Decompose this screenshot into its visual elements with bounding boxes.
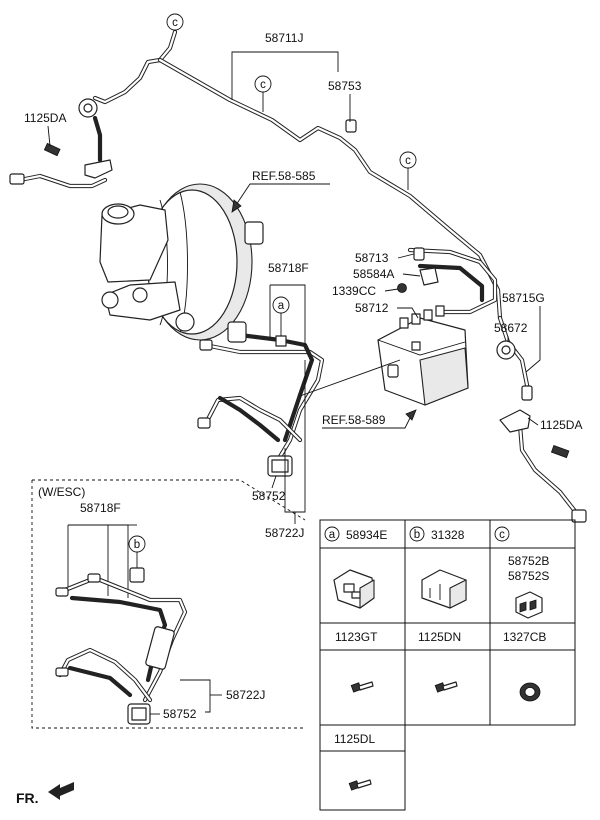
front-direction-indicator: FR. — [16, 782, 74, 806]
labels: 58711J 58753 1125DA REF.58-585 58718F 58… — [24, 31, 582, 540]
label-58712: 58712 — [355, 301, 389, 315]
callout-c-mid: c — [260, 79, 266, 91]
wesc-inset: (W/ESC) 58718F 58722J 58752 — [31, 479, 306, 729]
legend-text-1125DL: 1125DL — [334, 732, 375, 746]
abs-hydraulic-unit — [377, 247, 469, 406]
bolt-icon — [350, 681, 374, 693]
callout-c-top: c — [172, 17, 178, 29]
legend-text-58752S: 58752S — [508, 569, 549, 583]
brake-booster — [146, 183, 264, 343]
front-arrow-icon — [48, 782, 74, 800]
clip-a-icon — [333, 569, 375, 609]
bolt-icon — [348, 779, 372, 791]
grommet-icon — [519, 682, 541, 702]
master-cylinder — [99, 203, 195, 332]
legend-letter-b: b — [414, 529, 420, 541]
clip-c-icon — [515, 591, 543, 619]
label-1339CC: 1339CC — [332, 284, 376, 298]
label-58713: 58713 — [355, 251, 389, 265]
callout-c-right: c — [405, 155, 411, 167]
legend-text-58934E: 58934E — [346, 528, 387, 542]
callout-b-esc: b — [134, 539, 140, 551]
parts-legend-table: a 58934E b 31328 c 58752B 58752S 1123GT — [319, 519, 576, 811]
bolt-icon — [434, 681, 458, 693]
legend-text-31328: 31328 — [431, 528, 465, 542]
clip-b-icon — [421, 569, 467, 609]
brake-tubes-main — [17, 29, 581, 518]
label-58718F-esc: 58718F — [80, 501, 121, 515]
label-1125DA-right: 1125DA — [540, 418, 582, 432]
ref-58-585: REF.58-585 — [252, 169, 316, 183]
label-58672: 58672 — [494, 321, 528, 335]
label-58715G: 58715G — [502, 291, 545, 305]
label-58752-main: 58752 — [252, 489, 286, 503]
fittings — [9, 98, 587, 523]
label-wesc: (W/ESC) — [38, 485, 85, 499]
label-58722J-main: 58722J — [265, 526, 304, 540]
label-58753: 58753 — [328, 79, 362, 93]
callout-a-main: a — [278, 300, 285, 312]
label-58718F-main: 58718F — [268, 261, 309, 275]
label-58711J: 58711J — [265, 31, 303, 45]
legend-letter-a: a — [329, 529, 336, 541]
label-58752-esc: 58752 — [163, 707, 197, 721]
label-1125DA-top: 1125DA — [24, 111, 66, 125]
label-fr: FR. — [16, 790, 39, 806]
legend-text-58752B: 58752B — [508, 554, 549, 568]
legend-text-1125DN: 1125DN — [418, 630, 461, 644]
ref-58-589: REF.58-589 — [322, 413, 386, 427]
label-58722J-esc: 58722J — [226, 688, 265, 702]
legend-text-1327CB: 1327CB — [503, 630, 546, 644]
legend-text-1123GT: 1123GT — [335, 630, 378, 644]
legend-letter-c: c — [499, 529, 505, 541]
label-58584A: 58584A — [353, 267, 394, 281]
